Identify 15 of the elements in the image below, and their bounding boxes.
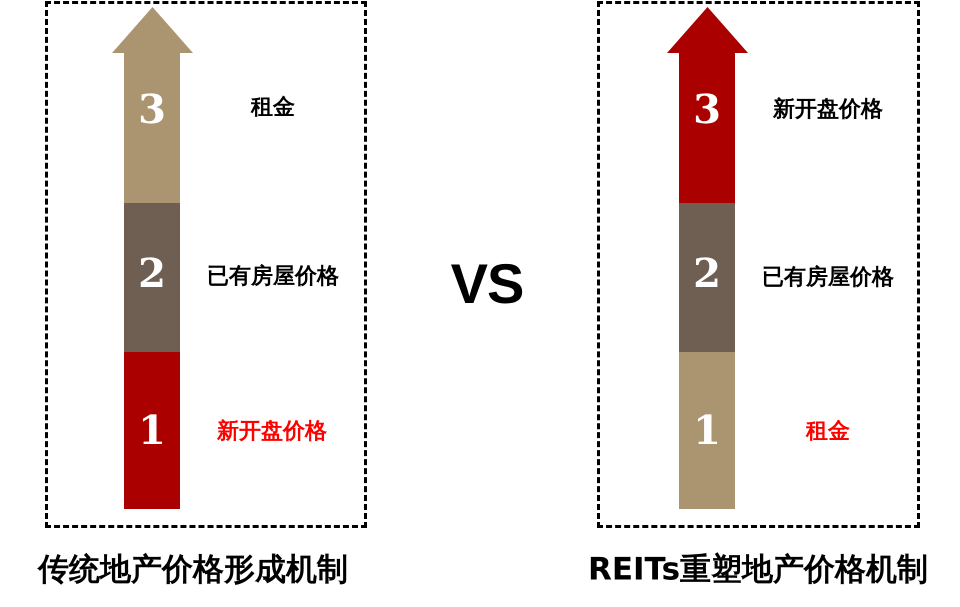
panel-caption: REITs重塑地产价格机制 xyxy=(588,554,928,586)
step-number: 1 xyxy=(693,411,721,451)
segment-label: 已有房屋价格 xyxy=(207,266,339,288)
step-number: 3 xyxy=(693,90,721,130)
step-number: 1 xyxy=(138,411,166,451)
step-number: 2 xyxy=(693,254,721,294)
segment-label: 已有房屋价格 xyxy=(762,267,894,289)
segment-label: 租金 xyxy=(806,421,850,443)
segment-label: 新开盘价格 xyxy=(773,99,883,121)
segment-label: 租金 xyxy=(251,97,295,119)
panel-caption: 传统地产价格形成机制 xyxy=(38,554,348,586)
step-number: 2 xyxy=(138,254,166,294)
segment-label: 新开盘价格 xyxy=(217,421,327,443)
step-number: 3 xyxy=(138,90,166,130)
vs-label: VS xyxy=(450,256,524,312)
